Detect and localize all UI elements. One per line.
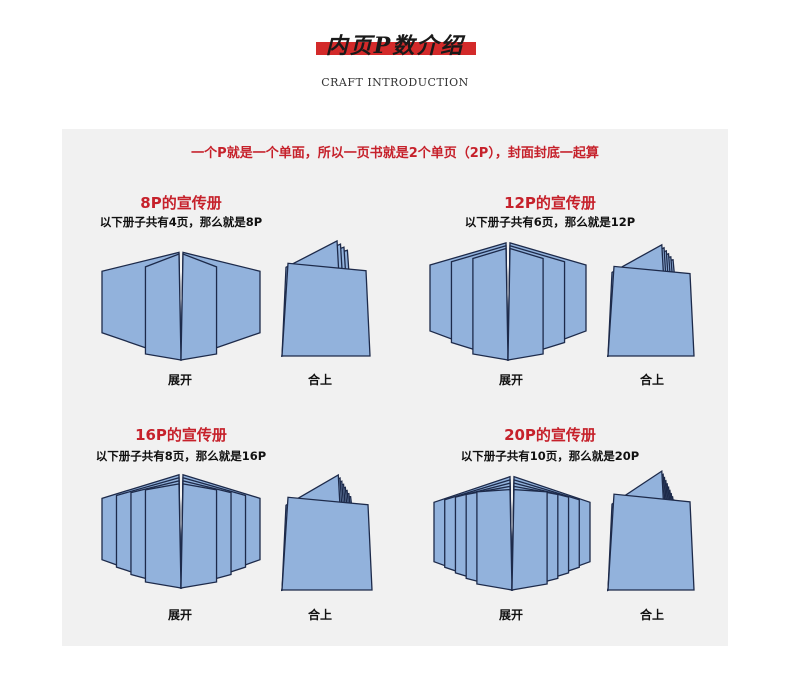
section-desc-16p: 以下册子共有8页，那么就是16P	[95, 449, 267, 463]
closed-brochure-12p	[607, 243, 695, 358]
section-title-16p: 16P的宣传册	[135, 426, 227, 444]
page-leaf	[180, 253, 218, 361]
section-desc-8p: 以下册子共有4页，那么就是8P	[99, 215, 263, 229]
section-title-8p: 8P的宣传册	[140, 194, 222, 212]
front-cover	[607, 493, 695, 591]
closed-brochure-16p	[281, 473, 373, 592]
caption-open-20p: 展开	[498, 608, 523, 622]
header-accent-band	[316, 42, 476, 55]
caption-closed-16p: 合上	[307, 608, 332, 622]
page-leaf	[476, 488, 513, 591]
page-leaf	[144, 483, 182, 589]
front-cover	[281, 496, 373, 591]
page-leaf	[511, 488, 548, 591]
header-calligraphy-title: 内页P数介绍	[325, 33, 465, 59]
section-desc-12p: 以下册子共有6页，那么就是12P	[464, 215, 636, 229]
page-leaf	[180, 483, 218, 589]
caption-closed-20p: 合上	[639, 608, 664, 622]
front-cover	[281, 262, 371, 357]
page-leaf	[507, 247, 544, 361]
caption-closed-8p: 合上	[307, 373, 332, 387]
page-leaf	[144, 253, 182, 361]
caption-closed-12p: 合上	[639, 373, 664, 387]
open-brochure-16p	[101, 473, 261, 589]
open-brochure-12p	[429, 242, 587, 361]
closed-brochure-20p	[607, 469, 695, 592]
caption-open-12p: 展开	[498, 373, 523, 387]
explanation-note: 一个P就是一个单面，所以一页书就是2个单页（2P），封面封底一起算	[191, 146, 599, 161]
section-title-12p: 12P的宣传册	[504, 194, 596, 212]
open-brochure-20p	[433, 475, 591, 591]
closed-brochure-8p	[281, 239, 371, 357]
front-cover	[607, 265, 695, 357]
section-title-20p: 20P的宣传册	[504, 426, 596, 444]
header-subtitle: CRAFT INTRODUCTION	[321, 76, 469, 89]
caption-open-8p: 展开	[167, 373, 192, 387]
caption-open-16p: 展开	[167, 608, 192, 622]
section-desc-20p: 以下册子共有10页，那么就是20P	[460, 449, 640, 463]
page-leaf	[472, 247, 509, 361]
open-brochure-8p	[101, 251, 261, 361]
header: 内页P数介绍 CRAFT INTRODUCTION	[0, 0, 790, 110]
